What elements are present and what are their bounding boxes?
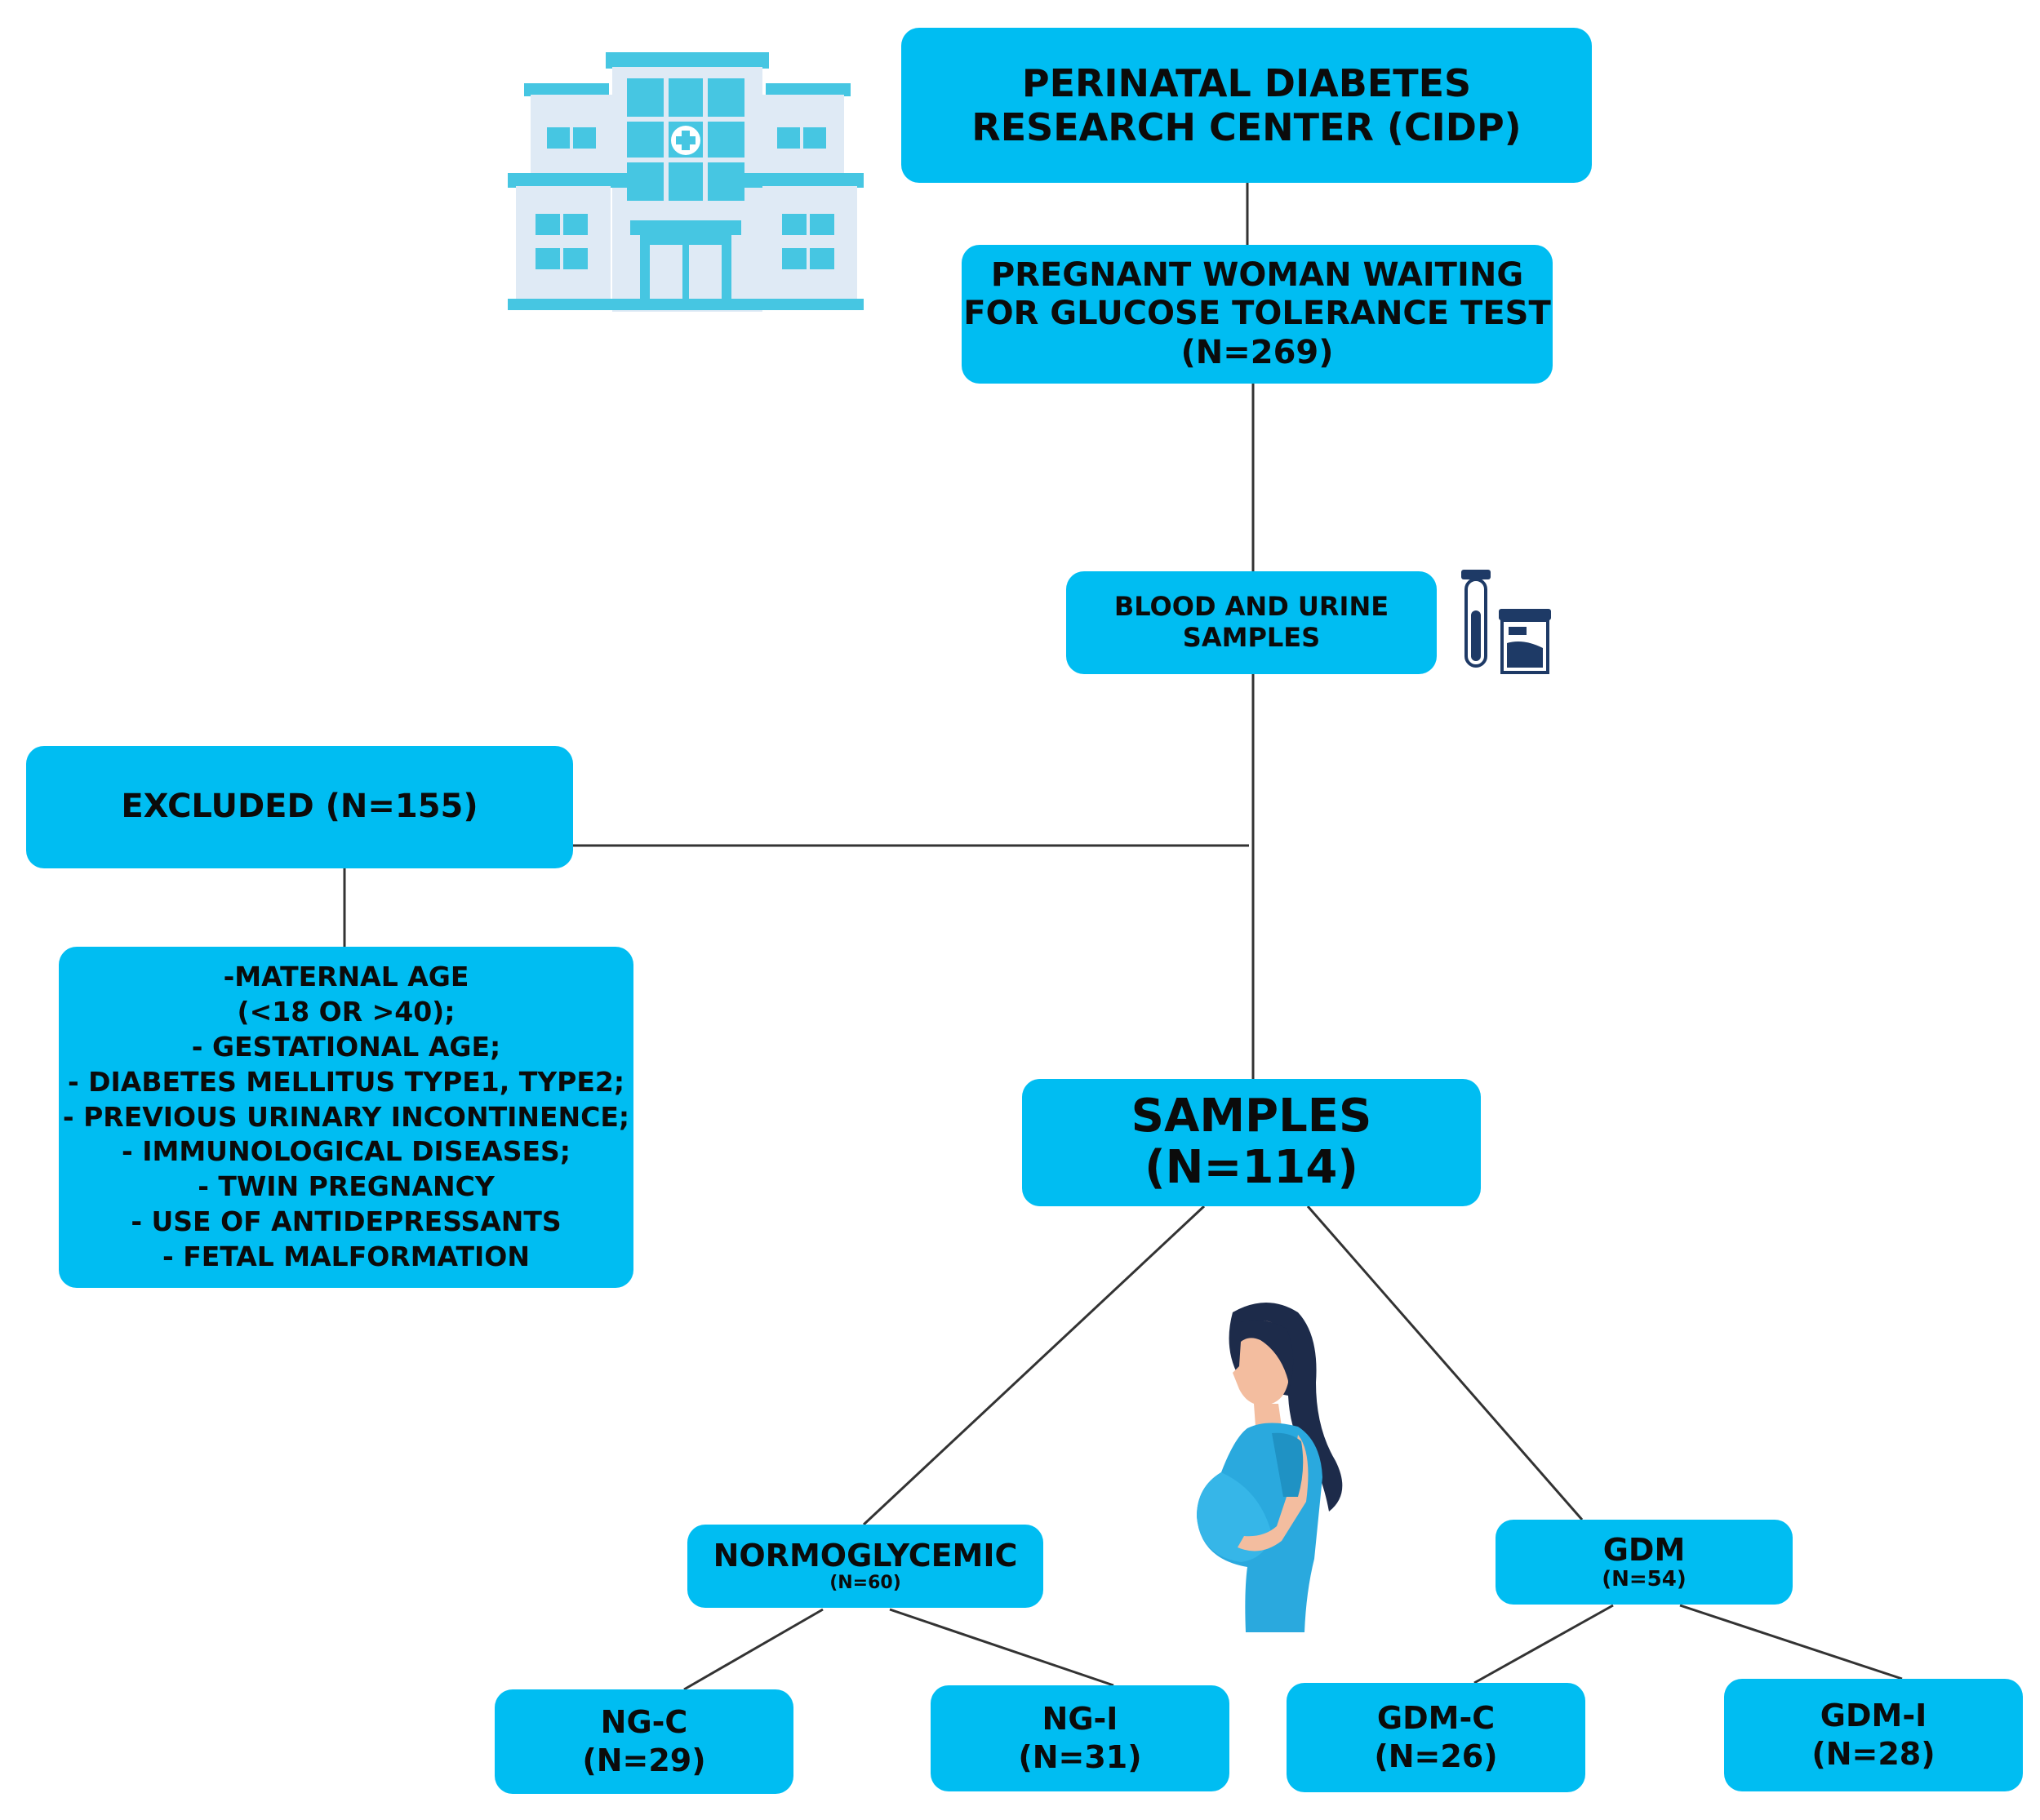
gdm-c-box: GDM-C (N=26) <box>1287 1683 1585 1792</box>
ng-i-box: NG-I (N=31) <box>931 1685 1229 1791</box>
criteria-item: - USE OF ANTIDEPRESSANTS <box>131 1205 562 1238</box>
blood-urine-line2: SAMPLES <box>1182 622 1321 653</box>
research-center-line1: PERINATAL DIABETES <box>1021 60 1472 105</box>
samples-box: SAMPLES (N=114) <box>1022 1079 1481 1206</box>
samples-line2: (N=114) <box>1144 1141 1358 1194</box>
connector-samples-to-gdm <box>1306 1205 1584 1520</box>
criteria-item: -MATERNAL AGE <box>223 960 469 992</box>
gdm-count: (N=54) <box>1602 1566 1687 1591</box>
gdm-box: GDM (N=54) <box>1496 1520 1793 1605</box>
criteria-item: - TWIN PREGNANCY <box>198 1170 495 1203</box>
blood-urine-box: BLOOD AND URINE SAMPLES <box>1066 571 1437 674</box>
hospital-building-icon <box>508 52 864 312</box>
ng-c-box: NG-C (N=29) <box>495 1689 793 1794</box>
gdm-label: GDM <box>1602 1531 1686 1568</box>
normoglycemic-label: NORMOGLYCEMIC <box>713 1538 1018 1574</box>
criteria-item: - PREVIOUS URINARY INCONTINENCE; <box>62 1100 630 1133</box>
connector-gdm-to-gdmc <box>1473 1604 1614 1685</box>
pregnant-woman-line2: FOR GLUCOSE TOLERANCE TEST <box>963 295 1551 333</box>
gdm-i-box: GDM-I (N=28) <box>1724 1679 2023 1791</box>
excluded-box: EXCLUDED (N=155) <box>26 746 573 868</box>
pregnant-woman-icon <box>1197 1303 1343 1632</box>
samples-line1: SAMPLES <box>1131 1090 1372 1143</box>
connector-samples-to-normo <box>862 1205 1206 1526</box>
ng-c-count: (N=29) <box>582 1742 706 1778</box>
ng-c-label: NG-C <box>600 1703 688 1740</box>
criteria-item: - DIABETES MELLITUS TYPE1, TYPE2; <box>67 1065 625 1098</box>
excluded-label: EXCLUDED (N=155) <box>121 788 478 826</box>
gdm-i-count: (N=28) <box>1811 1736 1936 1772</box>
connector-normo-to-ngi <box>889 1608 1114 1687</box>
blood-urine-line1: BLOOD AND URINE <box>1113 591 1389 623</box>
gdm-c-label: GDM-C <box>1376 1699 1496 1736</box>
pregnant-woman-line1: PREGNANT WOMAN WAITING <box>990 256 1524 295</box>
test-tube-and-urine-cup-icon <box>1461 570 1551 674</box>
pregnant-woman-line3: (N=269) <box>1180 333 1334 371</box>
ng-i-label: NG-I <box>1042 1700 1118 1737</box>
exclusion-criteria-box: -MATERNAL AGE (<18 OR >40); - GESTATIONA… <box>59 947 633 1288</box>
gdm-c-count: (N=26) <box>1374 1738 1498 1774</box>
research-center-box: PERINATAL DIABETES RESEARCH CENTER (CIDP… <box>901 28 1592 183</box>
normoglycemic-count: (N=60) <box>829 1572 901 1593</box>
research-center-line2: RESEARCH CENTER (CIDP) <box>971 105 1522 149</box>
connector-normo-to-ngc <box>683 1608 824 1691</box>
criteria-item: (<18 OR >40); <box>237 995 456 1028</box>
criteria-item: - IMMUNOLOGICAL DISEASES; <box>122 1135 571 1168</box>
gdm-i-label: GDM-I <box>1820 1697 1927 1733</box>
ng-i-count: (N=31) <box>1018 1739 1142 1775</box>
connector-gdm-to-gdmi <box>1679 1604 1903 1680</box>
normoglycemic-box: NORMOGLYCEMIC (N=60) <box>687 1525 1043 1608</box>
criteria-item: - GESTATIONAL AGE; <box>191 1030 501 1063</box>
criteria-item: - FETAL MALFORMATION <box>162 1241 530 1273</box>
pregnant-woman-box: PREGNANT WOMAN WAITING FOR GLUCOSE TOLER… <box>962 245 1553 384</box>
